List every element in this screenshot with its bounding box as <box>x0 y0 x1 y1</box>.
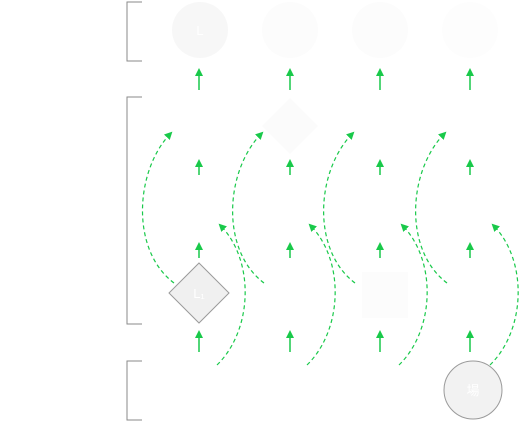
curve-lower-4 <box>489 223 519 366</box>
curve-upper-2 <box>232 131 265 284</box>
curve-lower-1 <box>216 223 246 366</box>
top-node-1: L <box>172 2 228 58</box>
bottom-right-node: 場 <box>443 360 503 420</box>
bottom-right-circle <box>443 360 503 420</box>
diamond-shape <box>168 262 230 324</box>
diamond-node-label: L₁ <box>193 286 205 301</box>
bracket-top <box>126 1 142 62</box>
group-brackets <box>126 1 142 421</box>
straight-arrows <box>195 68 474 352</box>
curve-upper-1 <box>141 131 175 284</box>
bracket-middle <box>126 96 142 325</box>
curve-lower-2 <box>306 223 336 366</box>
faint-middle-shapes <box>262 98 408 318</box>
top-node-4 <box>442 2 498 58</box>
bracket-bottom <box>126 360 142 421</box>
top-node-2 <box>262 2 318 58</box>
top-nodes: L <box>172 2 498 58</box>
curve-lower-3 <box>398 223 428 366</box>
curved-arrows <box>141 131 519 366</box>
curve-upper-3 <box>323 131 356 284</box>
diamond-node: L₁ <box>168 262 230 324</box>
top-node-1-label: L <box>196 23 203 38</box>
faint-square-shape <box>362 272 408 318</box>
curve-upper-4 <box>415 131 448 284</box>
faint-diamond-shape <box>262 98 318 154</box>
bottom-right-node-label: 場 <box>466 383 479 398</box>
top-node-3 <box>352 2 408 58</box>
